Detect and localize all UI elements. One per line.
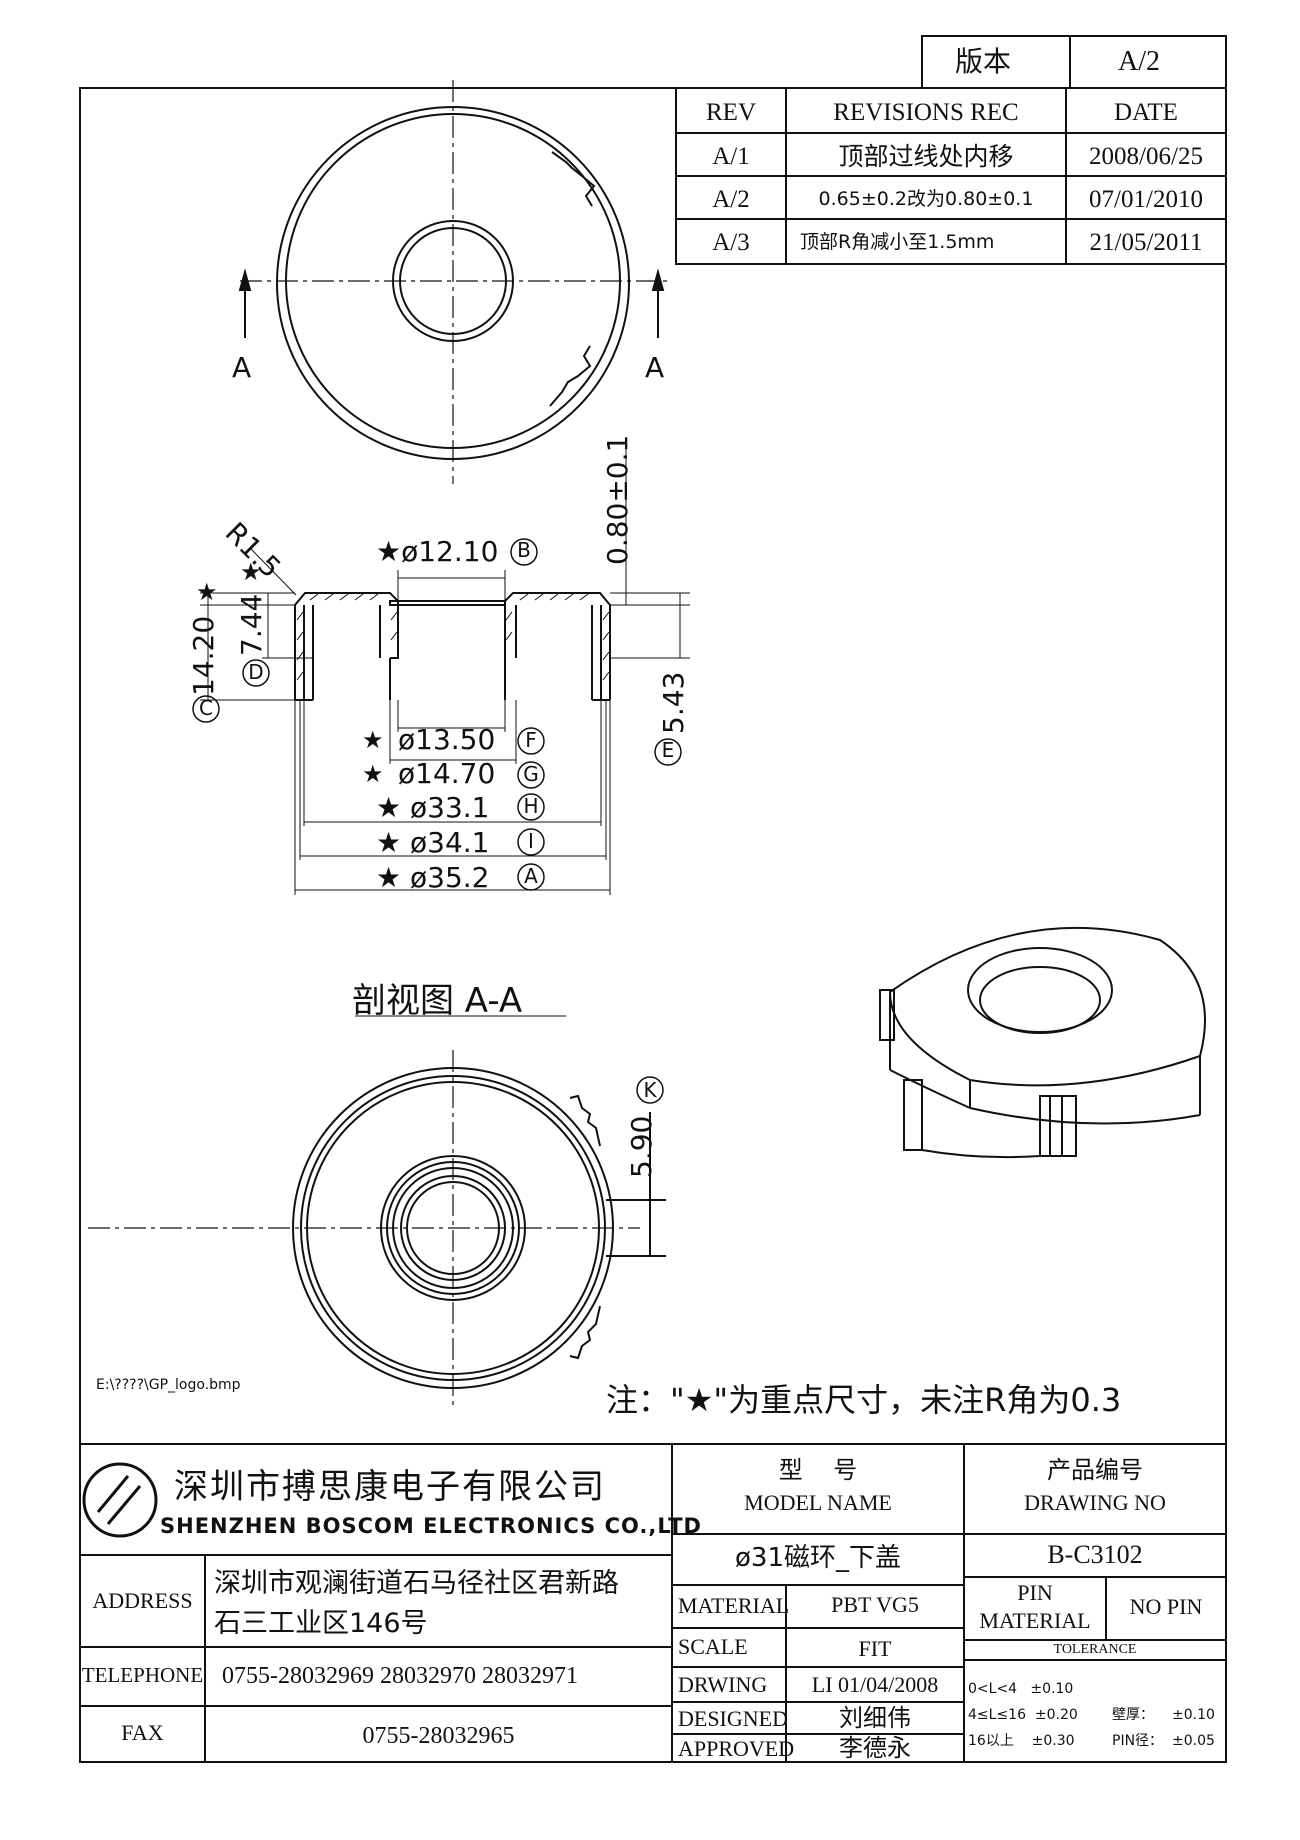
fax-label: FAX bbox=[121, 1720, 164, 1745]
address-label: ADDRESS bbox=[92, 1588, 193, 1613]
tolerance-row: 0<L<4 ±0.10 bbox=[968, 1681, 1074, 1697]
version-label: 版本 bbox=[955, 45, 1012, 78]
dim-tag: I bbox=[528, 829, 534, 853]
company-name-en: SHENZHEN BOSCOM ELECTRONICS CO.,LTD bbox=[160, 1514, 702, 1538]
pin-material-value: NO PIN bbox=[1129, 1594, 1203, 1619]
dim-590: 5.90 bbox=[625, 1115, 658, 1178]
telephone-value: 0755-28032969 28032970 28032971 bbox=[222, 1663, 578, 1689]
pin-tolerance: ±0.05 bbox=[1172, 1733, 1215, 1749]
dim-tag: F bbox=[525, 728, 537, 752]
dimension-tag-circles bbox=[192, 538, 682, 1104]
dim-tag: G bbox=[523, 762, 539, 786]
date-cell: 21/05/2011 bbox=[1089, 229, 1203, 256]
dim-d1350: ø13.50 bbox=[398, 723, 496, 756]
rev-cell: A/2 bbox=[712, 186, 750, 213]
drawing-frame bbox=[79, 87, 1227, 1763]
dim-tag: B bbox=[517, 538, 531, 562]
top-view bbox=[238, 106, 665, 460]
section-dimensions bbox=[200, 440, 690, 1017]
tolerance-row: 16以上 ±0.30 bbox=[968, 1733, 1075, 1749]
scale-value: FIT bbox=[858, 1636, 892, 1661]
pin-material-label: PIN bbox=[1017, 1580, 1053, 1605]
rec-cell: 顶部R角减小至1.5mm bbox=[800, 231, 995, 253]
dim-h744: 7.44 bbox=[235, 593, 268, 656]
approved-label: APPROVED bbox=[678, 1736, 795, 1761]
date-cell: 2008/06/25 bbox=[1089, 143, 1203, 170]
company-name-cn: 深圳市搏思康电子有限公司 bbox=[174, 1467, 606, 1507]
dim-d331: ★ ø33.1 bbox=[376, 791, 490, 824]
company-logo-icon bbox=[82, 1462, 158, 1538]
star-marker: ★ bbox=[362, 760, 384, 788]
drawing-label-cn: 产品编号 bbox=[1047, 1456, 1143, 1484]
designed-value: 刘细伟 bbox=[839, 1704, 911, 1732]
model-label-cn: 型 号 bbox=[778, 1456, 858, 1484]
material-value: PBT VG5 bbox=[831, 1592, 919, 1617]
section-view bbox=[294, 592, 611, 701]
approved-value: 李德永 bbox=[839, 1734, 911, 1762]
section-mark-right: A bbox=[645, 351, 665, 384]
dim-d352: ★ ø35.2 bbox=[376, 861, 490, 894]
dim-tag: K bbox=[643, 1078, 657, 1102]
wall-tolerance: ±0.10 bbox=[1172, 1707, 1215, 1723]
rev-header: REV bbox=[706, 99, 756, 126]
section-mark-left: A bbox=[232, 351, 252, 384]
dim-tag: A bbox=[524, 864, 538, 888]
isometric-view bbox=[879, 926, 1206, 1159]
wall-label: 壁厚： bbox=[1112, 1707, 1154, 1723]
logo-path: E:\????\GP_logo.bmp bbox=[96, 1377, 241, 1393]
telephone-label: TELEPHONE bbox=[81, 1663, 204, 1687]
tolerance-label: TOLERANCE bbox=[1053, 1642, 1137, 1657]
dim-d1210: ★ø12.10 bbox=[376, 535, 499, 568]
revisions-rec-header: REVISIONS REC bbox=[833, 99, 1019, 126]
address-line2: 石三工业区146号 bbox=[214, 1608, 428, 1639]
section-hatching bbox=[296, 593, 610, 681]
designed-label: DESIGNED bbox=[678, 1706, 788, 1731]
rec-cell: 0.65±0.2改为0.80±0.1 bbox=[818, 188, 1034, 210]
star-marker: ★ bbox=[362, 726, 384, 754]
dim-h080: 0.80±0.1 bbox=[601, 434, 634, 565]
scale-label: SCALE bbox=[678, 1634, 748, 1659]
drawing-note: 注："★"为重点尺寸，未注R角为0.3 bbox=[606, 1381, 1122, 1419]
tolerance-row: 4≤L≤16 ±0.20 bbox=[968, 1707, 1078, 1723]
drwing-value: LI 01/04/2008 bbox=[811, 1672, 939, 1697]
material-label: MATERIAL bbox=[678, 1593, 790, 1618]
date-header: DATE bbox=[1114, 99, 1178, 126]
rev-cell: A/3 bbox=[712, 229, 750, 256]
model-name: ø31磁环_下盖 bbox=[735, 1543, 901, 1573]
dim-h1420: 14.20 bbox=[187, 615, 220, 696]
dim-tag: H bbox=[523, 794, 539, 818]
pin-label: PIN径： bbox=[1112, 1733, 1164, 1749]
date-cell: 07/01/2010 bbox=[1089, 186, 1203, 213]
drawing-no: B-C3102 bbox=[1047, 1540, 1143, 1569]
model-label-en: MODEL NAME bbox=[744, 1490, 892, 1515]
rec-cell: 顶部过线处内移 bbox=[838, 142, 1014, 171]
dim-d341: ★ ø34.1 bbox=[376, 826, 490, 859]
dim-h543: 5.43 bbox=[657, 671, 690, 734]
star-marker: ★ bbox=[240, 558, 262, 586]
dim-tag: E bbox=[661, 738, 675, 762]
dim-tag: D bbox=[248, 660, 264, 684]
address-line1: 深圳市观澜街道石马径社区君新路 bbox=[214, 1568, 619, 1599]
star-marker: ★ bbox=[196, 578, 218, 606]
dim-d1470: ø14.70 bbox=[398, 757, 496, 790]
rev-cell: A/1 bbox=[712, 143, 750, 170]
version-value: A/2 bbox=[1118, 46, 1160, 77]
fax-value: 0755-28032965 bbox=[362, 1723, 515, 1749]
drawing-label-en: DRAWING NO bbox=[1024, 1490, 1166, 1515]
dim-tag: C bbox=[199, 696, 213, 720]
section-title: 剖视图 A-A bbox=[352, 981, 523, 1021]
drwing-label: DRWING bbox=[678, 1672, 768, 1697]
pin-material-label: MATERIAL bbox=[979, 1608, 1091, 1633]
